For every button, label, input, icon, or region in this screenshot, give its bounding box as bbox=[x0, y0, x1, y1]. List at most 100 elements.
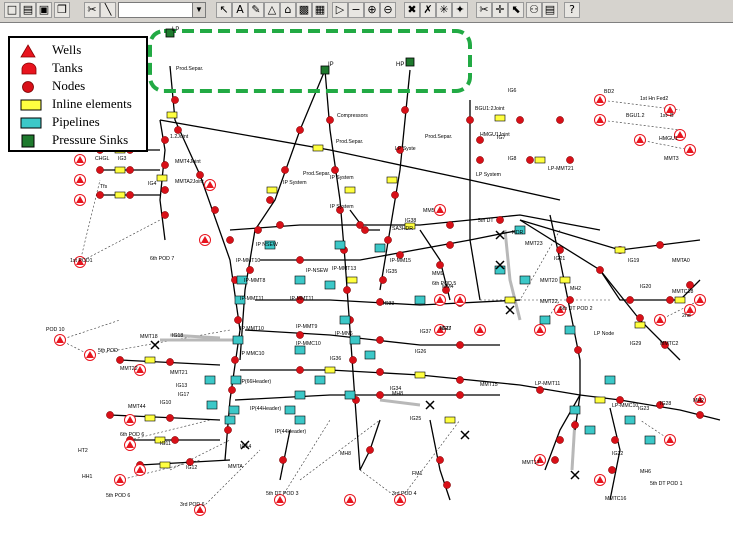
well-31[interactable] bbox=[114, 474, 126, 486]
node-90[interactable] bbox=[186, 458, 194, 466]
node-32[interactable] bbox=[276, 221, 284, 229]
zoom-out-button[interactable]: ⊖ bbox=[380, 2, 396, 18]
node-12[interactable] bbox=[228, 386, 236, 394]
node-20[interactable] bbox=[331, 166, 339, 174]
node-82[interactable] bbox=[443, 481, 451, 489]
node-52[interactable] bbox=[556, 246, 564, 254]
well-14[interactable] bbox=[664, 104, 676, 116]
connector-9[interactable] bbox=[359, 469, 401, 501]
tank-tool-button[interactable]: ⌂ bbox=[280, 2, 296, 18]
network-diagram[interactable]: Prod.Separ.CompressorsProd.Separ.Prod.Se… bbox=[0, 23, 733, 548]
well-35[interactable] bbox=[204, 179, 216, 191]
node-55[interactable] bbox=[571, 421, 579, 429]
well-26[interactable] bbox=[434, 324, 446, 336]
connector-18[interactable] bbox=[299, 419, 381, 481]
pressure-sink-1[interactable] bbox=[320, 65, 330, 75]
connector-19[interactable] bbox=[169, 439, 231, 471]
pipeline-element-13[interactable] bbox=[344, 390, 356, 400]
pipeline-element-7[interactable] bbox=[324, 280, 336, 290]
pressure-sink-2[interactable] bbox=[405, 57, 415, 67]
pipeline-element-17[interactable] bbox=[206, 400, 218, 410]
node-74[interactable] bbox=[611, 436, 619, 444]
move-button[interactable]: ✛ bbox=[492, 2, 508, 18]
well-32[interactable] bbox=[74, 154, 86, 166]
node-53[interactable] bbox=[566, 296, 574, 304]
text-tool-button[interactable]: A bbox=[232, 2, 248, 18]
well-18[interactable] bbox=[694, 294, 706, 306]
inline-element-19[interactable] bbox=[494, 114, 506, 122]
choke-tool-button[interactable]: − bbox=[348, 2, 364, 18]
delete-button[interactable]: ✖ bbox=[404, 2, 420, 18]
disabled-pipeline-3[interactable] bbox=[379, 398, 421, 407]
element-selector[interactable]: ▼ bbox=[118, 2, 206, 18]
pipeline-element-30[interactable] bbox=[414, 295, 426, 305]
node-42[interactable] bbox=[296, 331, 304, 339]
inline-element-23[interactable] bbox=[154, 436, 166, 444]
inline-element-22[interactable] bbox=[144, 414, 156, 422]
select-arrow-button[interactable]: ⬉ bbox=[508, 2, 524, 18]
open-button[interactable]: ▤ bbox=[20, 2, 36, 18]
well-33[interactable] bbox=[74, 174, 86, 186]
node-29[interactable] bbox=[391, 191, 399, 199]
inline-element-4[interactable] bbox=[114, 191, 126, 199]
copy-button[interactable]: ❐ bbox=[54, 2, 70, 18]
node-96[interactable] bbox=[126, 191, 134, 199]
pipeline-element-29[interactable] bbox=[374, 243, 386, 253]
node-61[interactable] bbox=[466, 116, 474, 124]
pipeline-element-2[interactable] bbox=[232, 335, 244, 345]
inline-element-17[interactable] bbox=[674, 296, 686, 304]
node-16[interactable] bbox=[266, 196, 274, 204]
cut-button[interactable]: ✂ bbox=[84, 2, 100, 18]
pipeline-element-6[interactable] bbox=[294, 275, 306, 285]
well-2[interactable] bbox=[84, 349, 96, 361]
node-34[interactable] bbox=[446, 221, 454, 229]
node-44[interactable] bbox=[456, 341, 464, 349]
pipeline-9[interactable] bbox=[240, 369, 581, 396]
node-17[interactable] bbox=[254, 226, 262, 234]
pipeline-element-23[interactable] bbox=[584, 425, 596, 435]
pipeline-18[interactable] bbox=[599, 269, 701, 301]
node-62[interactable] bbox=[476, 136, 484, 144]
node-46[interactable] bbox=[376, 368, 384, 376]
well-9[interactable] bbox=[534, 324, 546, 336]
save-button[interactable]: ▣ bbox=[36, 2, 52, 18]
node-85[interactable] bbox=[106, 411, 114, 419]
pump-tool-button[interactable]: ▦ bbox=[312, 2, 328, 18]
well-7[interactable] bbox=[454, 294, 466, 306]
node-14[interactable] bbox=[296, 126, 304, 134]
valve-tool-button[interactable]: ▷ bbox=[332, 2, 348, 18]
well-5[interactable] bbox=[274, 494, 286, 506]
node-63[interactable] bbox=[516, 116, 524, 124]
well-4[interactable] bbox=[194, 504, 206, 516]
node-54[interactable] bbox=[574, 346, 582, 354]
disabled-mark-6[interactable] bbox=[505, 305, 515, 315]
node-60[interactable] bbox=[656, 241, 664, 249]
node-79[interactable] bbox=[366, 446, 374, 454]
well-16[interactable] bbox=[684, 144, 696, 156]
disabled-pipeline-1[interactable] bbox=[503, 229, 522, 321]
node-30[interactable] bbox=[384, 236, 392, 244]
node-72[interactable] bbox=[556, 436, 564, 444]
connector-5[interactable] bbox=[129, 419, 211, 441]
pencil-button[interactable]: ✎ bbox=[248, 2, 264, 18]
pipeline-element-31[interactable] bbox=[294, 390, 306, 400]
node-15[interactable] bbox=[281, 166, 289, 174]
node-4[interactable] bbox=[161, 186, 169, 194]
node-77[interactable] bbox=[436, 261, 444, 269]
disabled-mark-1[interactable] bbox=[240, 440, 250, 450]
node-94[interactable] bbox=[126, 166, 134, 174]
disabled-mark-5[interactable] bbox=[495, 230, 505, 240]
pointer-button[interactable]: ↖ bbox=[216, 2, 232, 18]
explode-button[interactable]: ✳ bbox=[436, 2, 452, 18]
inline-element-6[interactable] bbox=[312, 144, 324, 152]
pipeline-element-21[interactable] bbox=[564, 325, 576, 335]
pipeline-element-24[interactable] bbox=[604, 375, 616, 385]
node-13[interactable] bbox=[224, 426, 232, 434]
inline-element-16[interactable] bbox=[634, 321, 646, 329]
node-7[interactable] bbox=[211, 206, 219, 214]
pipeline-element-25[interactable] bbox=[624, 415, 636, 425]
node-37[interactable] bbox=[396, 251, 404, 259]
pipeline-17[interactable] bbox=[609, 407, 621, 501]
node-19[interactable] bbox=[326, 116, 334, 124]
well-36[interactable] bbox=[344, 494, 356, 506]
